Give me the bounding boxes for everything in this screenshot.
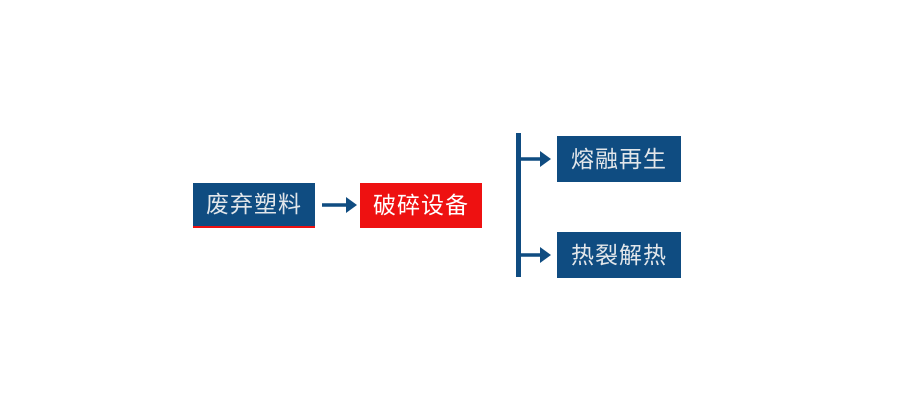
node-melt-regeneration-label: 熔融再生: [571, 145, 667, 172]
arrow-right-icon: [322, 197, 357, 213]
node-crusher-label: 破碎设备: [373, 192, 469, 218]
node-pyrolysis-heat[interactable]: 热裂解热: [557, 232, 681, 278]
node-pyrolysis-heat-label: 热裂解热: [571, 241, 667, 268]
node-waste-plastic-label: 废弃塑料: [206, 191, 302, 217]
bracket-split-arrows-icon: [516, 133, 551, 277]
node-crusher[interactable]: 破碎设备: [360, 183, 482, 228]
connector-main-arrow: [320, 191, 358, 219]
node-melt-regeneration[interactable]: 熔融再生: [557, 136, 681, 182]
connector-branch-split: [505, 125, 565, 285]
node-waste-plastic[interactable]: 废弃塑料: [193, 183, 315, 228]
